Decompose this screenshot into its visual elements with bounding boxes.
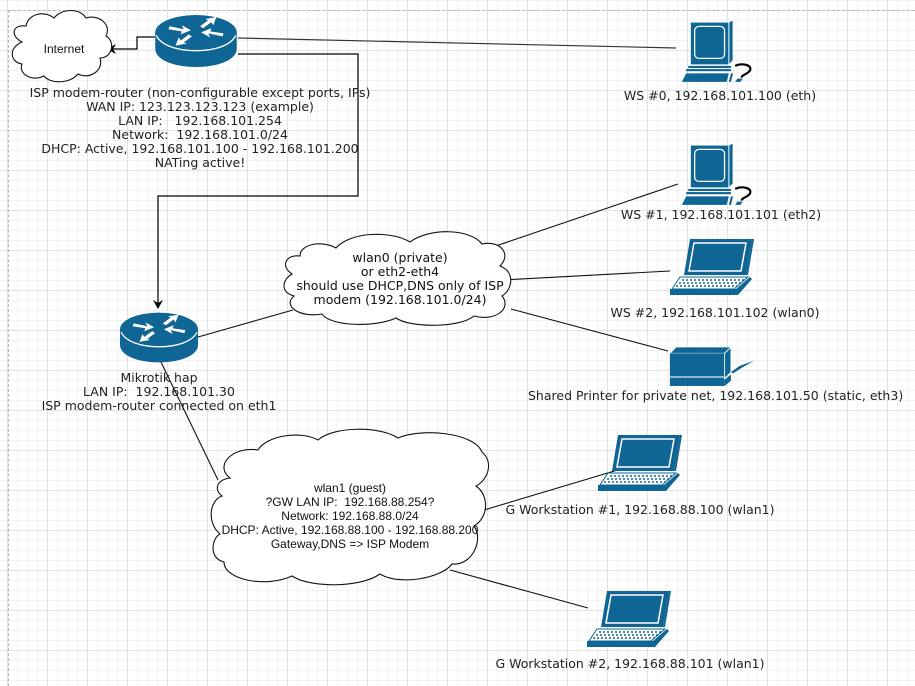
gws2-label: G Workstation #2, 192.168.88.101 (wlan1)	[495, 656, 765, 671]
mikrotik-label-line: Mikrotik hap	[120, 370, 198, 385]
ws1-workstation-icon[interactable]	[680, 143, 752, 206]
wlan1-cloud-shape[interactable]	[210, 428, 490, 586]
wlan0-label-line: should use DHCP,DNS only of ISP	[296, 278, 504, 293]
isp-router-label-line: DHCP: Active, 192.168.101.100 - 192.168.…	[41, 141, 359, 156]
printer-label: Shared Printer for private net, 192.168.…	[528, 388, 904, 403]
connector-mikrotik-to-wlan1	[159, 359, 219, 481]
internet-cloud-shape[interactable]	[11, 9, 113, 83]
gws1-label: G Workstation #1, 192.168.88.100 (wlan1)	[505, 502, 775, 517]
internet-cloud-label: Internet	[43, 42, 85, 56]
ws0-label: WS #0, 192.168.101.100 (eth)	[623, 88, 817, 103]
mikrotik-label-line: ISP modem-router connected on eth1	[41, 398, 277, 413]
connector-mikrotik-to-wlan0	[197, 309, 294, 338]
connector-isp-to-internet	[107, 36, 155, 54]
ws2-label: WS #2, 192.168.101.102 (wlan0)	[610, 305, 820, 320]
connector-wlan1-to-gws2	[449, 569, 589, 609]
wlan1-label-line: Gateway,DNS => ISP Modem	[270, 537, 430, 551]
wlan0-cloud-shape[interactable]	[283, 231, 512, 326]
page-border-top	[8, 10, 915, 11]
isp-router-icon[interactable]	[155, 14, 237, 67]
isp-router-label-line: LAN IP: 192.168.101.254	[118, 113, 282, 128]
isp-router-label-line: ISP modem-router (non-configurable excep…	[29, 85, 371, 100]
connector-wlan0-to-ws2	[502, 270, 671, 281]
connector-isp-to-mikrotik	[153, 53, 359, 309]
isp-router-label-line: WAN IP: 123.123.123.123 (example)	[86, 99, 314, 114]
wlan1-label-line: ?GW LAN IP: 192.168.88.254?	[265, 495, 435, 509]
gws1-laptop-icon[interactable]	[598, 435, 683, 492]
wlan1-label-line: Network: 192.168.88.0/24	[281, 509, 419, 523]
wlan0-label-line: or eth2-eth4	[360, 264, 440, 279]
connector-wlan0-to-printer	[510, 308, 669, 352]
ws2-laptop-icon[interactable]	[670, 239, 755, 296]
isp-router-label-line: Network: 192.168.101.0/24	[112, 127, 288, 142]
wlan0-label-line: wlan0 (private)	[352, 250, 448, 265]
isp-router-label-line: NATing active!	[154, 155, 246, 170]
page-border-left	[8, 10, 9, 686]
wlan1-label-line: DHCP: Active, 192.168.88.100 - 192.168.8…	[221, 523, 479, 537]
ws1-label: WS #1, 192.168.101.101 (eth2)	[620, 207, 822, 222]
mikrotik-label-line: LAN IP: 192.168.101.30	[83, 384, 235, 399]
connector-isp-to-ws0	[237, 37, 677, 49]
wlan0-cloud-label: wlan0 (private) or eth2-eth4 should use …	[290, 251, 510, 307]
gws2-laptop-icon[interactable]	[587, 591, 672, 648]
wlan1-label-line: wlan1 (guest)	[313, 481, 387, 495]
wlan0-label-line: modem (192.168.101.0/24)	[313, 292, 487, 307]
mikrotik-router-icon[interactable]	[120, 311, 198, 363]
isp-router-label: ISP modem-router (non-configurable excep…	[20, 86, 380, 170]
mikrotik-router-label: Mikrotik hap LAN IP: 192.168.101.30 ISP …	[19, 371, 299, 413]
connector-wlan1-to-gws1	[473, 468, 622, 514]
connector-wlan0-to-ws1	[486, 183, 679, 250]
printer-icon[interactable]	[669, 347, 755, 387]
wlan1-cloud-label: wlan1 (guest) ?GW LAN IP: 192.168.88.254…	[210, 481, 490, 551]
ws0-workstation-icon[interactable]	[680, 20, 752, 83]
